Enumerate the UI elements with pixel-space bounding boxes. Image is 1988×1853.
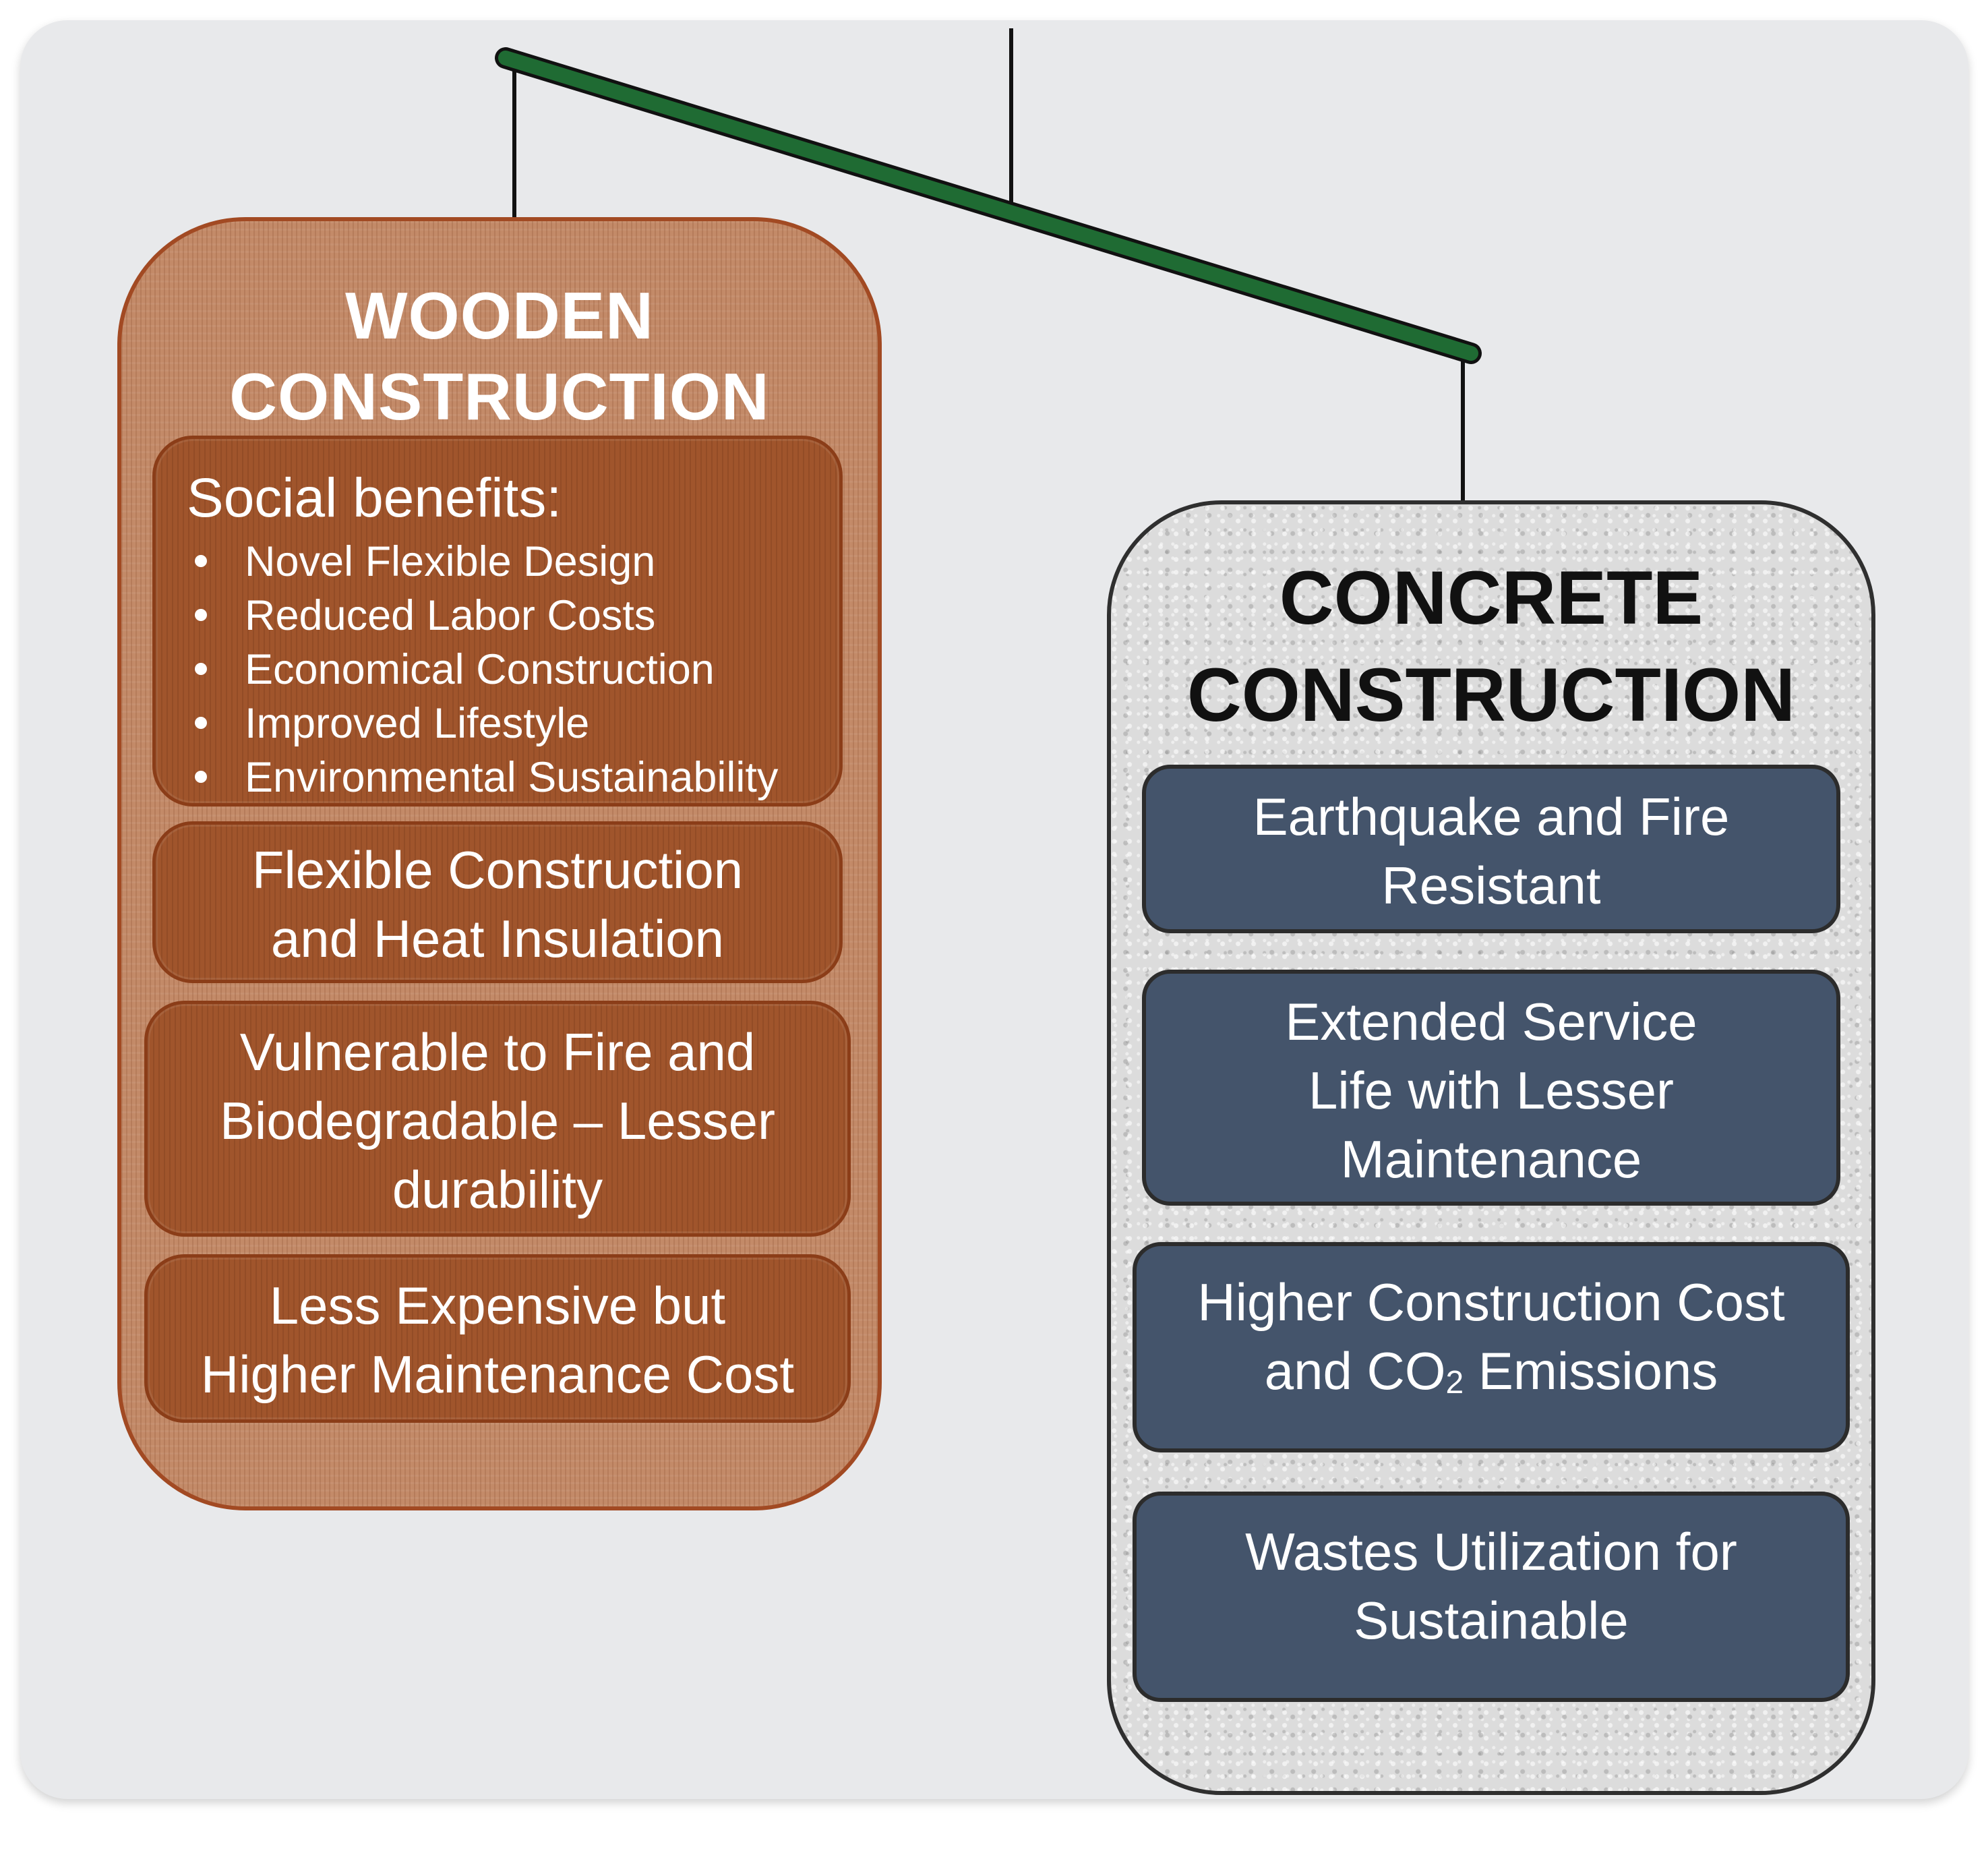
earthquake-fire-resistant-box: Earthquake and Fire Resistant bbox=[1142, 765, 1840, 933]
concrete-title-line1: CONCRETE bbox=[1279, 556, 1704, 640]
wooden-title-line1: WOODEN bbox=[345, 278, 654, 353]
wooden-construction-panel: WOODEN CONSTRUCTION Social benefits: Nov… bbox=[117, 217, 882, 1510]
bullet-icon bbox=[195, 609, 207, 621]
earthquake-fire-resistant-text: Earthquake and Fire Resistant bbox=[1253, 787, 1730, 915]
list-item: Improved Lifestyle bbox=[183, 697, 778, 751]
social-benefits-box: Social benefits: Novel Flexible Design R… bbox=[152, 436, 843, 806]
list-item: Reduced Labor Costs bbox=[183, 589, 778, 643]
higher-construction-cost-box: Higher Construction Cost and CO2 Emissio… bbox=[1133, 1242, 1850, 1452]
list-item: Environmental Sustainability bbox=[183, 751, 778, 804]
wastes-utilization-text: Wastes Utilization for Sustainable bbox=[1245, 1522, 1737, 1650]
wooden-title-line2: CONSTRUCTION bbox=[229, 359, 770, 434]
wastes-utilization-box: Wastes Utilization for Sustainable bbox=[1133, 1492, 1850, 1702]
social-benefits-title: Social benefits: bbox=[187, 467, 562, 529]
bullet-icon bbox=[195, 555, 207, 567]
bullet-icon bbox=[195, 771, 207, 783]
bullet-icon bbox=[195, 717, 207, 729]
less-expensive-text: Less Expensive but Higher Maintenance Co… bbox=[200, 1276, 795, 1404]
vulnerable-to-fire-box: Vulnerable to Fire and Biodegradable – L… bbox=[144, 1001, 851, 1237]
vulnerable-to-fire-text: Vulnerable to Fire and Biodegradable – L… bbox=[220, 1022, 775, 1219]
less-expensive-box: Less Expensive but Higher Maintenance Co… bbox=[144, 1254, 851, 1423]
flexible-construction-text: Flexible Construction and Heat Insulatio… bbox=[251, 840, 744, 968]
concrete-title-line2: CONSTRUCTION bbox=[1186, 653, 1796, 737]
flexible-construction-box: Flexible Construction and Heat Insulatio… bbox=[152, 821, 843, 983]
extended-service-life-box: Extended Service Life with Lesser Mainte… bbox=[1142, 970, 1840, 1206]
higher-construction-cost-text: Higher Construction Cost and CO2 Emissio… bbox=[1197, 1272, 1785, 1401]
list-item: Economical Construction bbox=[183, 643, 778, 697]
concrete-construction-panel: CONCRETE CONSTRUCTION Earthquake and Fir… bbox=[1107, 500, 1875, 1795]
social-benefits-list: Novel Flexible Design Reduced Labor Cost… bbox=[183, 535, 778, 804]
extended-service-life-text: Extended Service Life with Lesser Mainte… bbox=[1285, 992, 1697, 1189]
bullet-icon bbox=[195, 663, 207, 675]
balance-beam bbox=[498, 51, 1478, 361]
list-item: Novel Flexible Design bbox=[183, 535, 778, 589]
